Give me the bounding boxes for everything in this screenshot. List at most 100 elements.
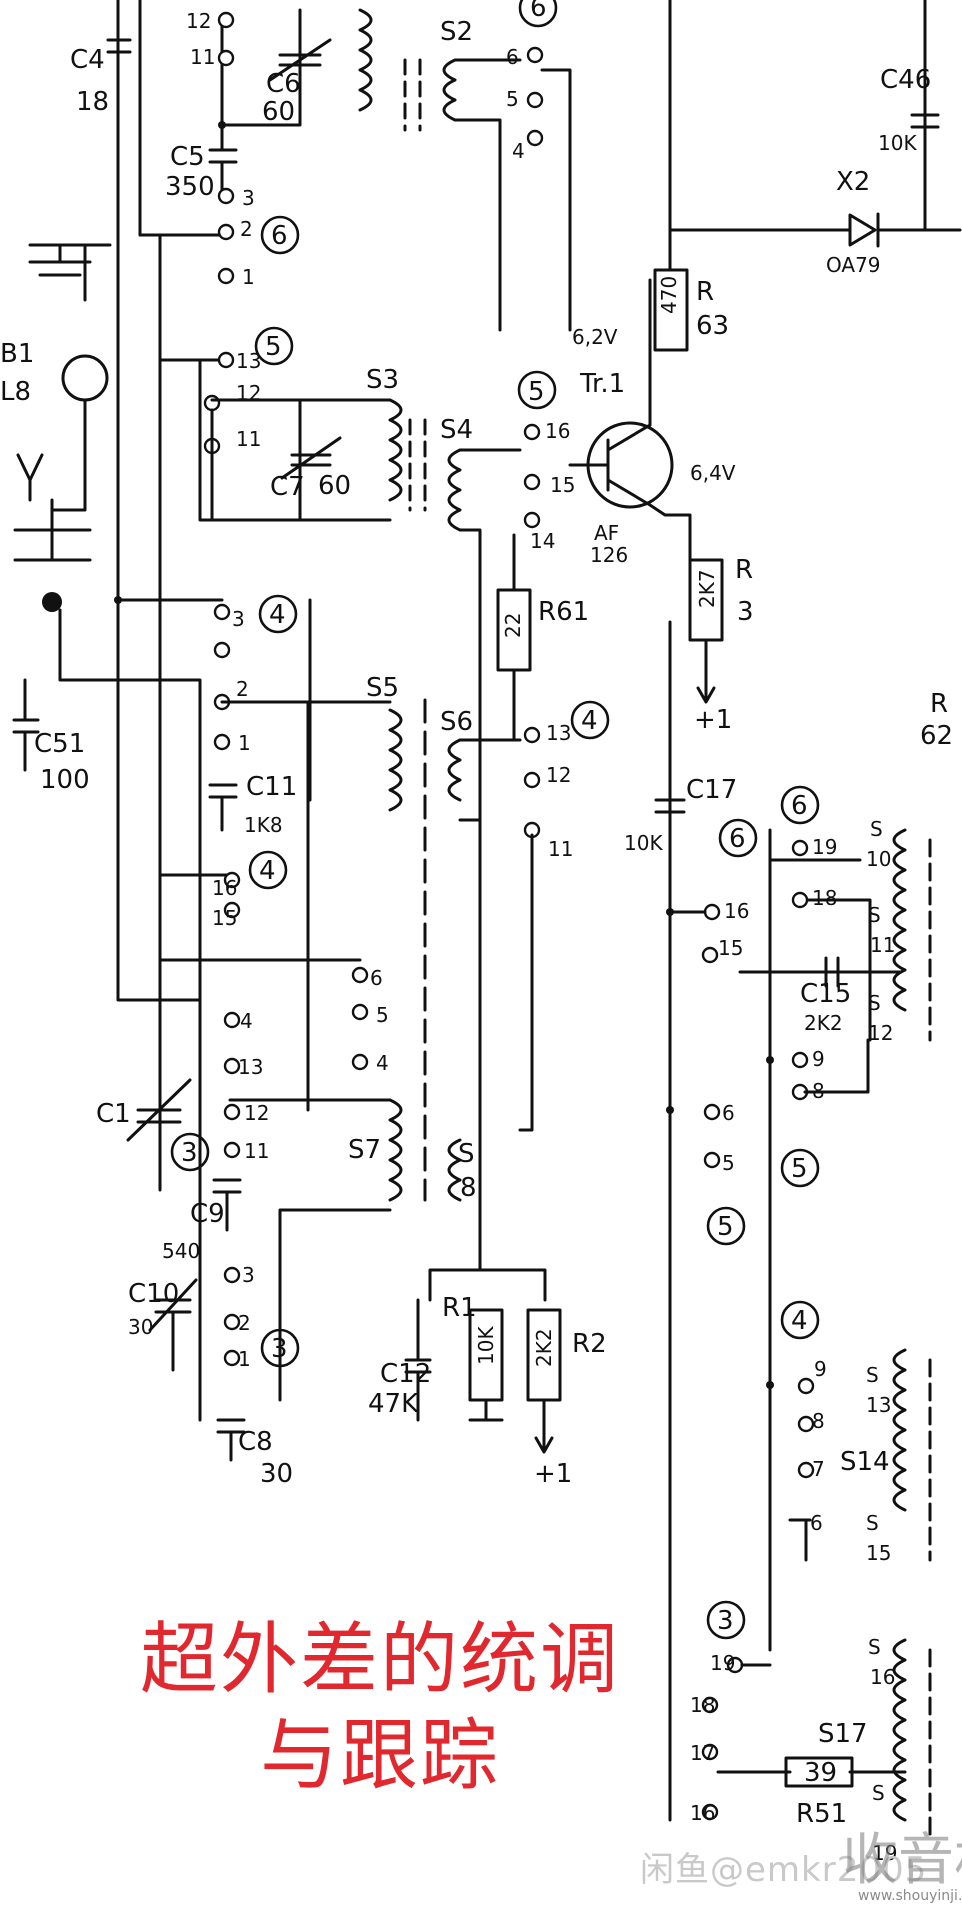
caption-line-2: 与跟踪 xyxy=(259,1711,500,1801)
s4-label: S4 xyxy=(440,415,473,445)
s5-label: S5 xyxy=(366,673,399,703)
switch-contact xyxy=(217,49,235,67)
svg-text:3: 3 xyxy=(271,1334,288,1364)
r51-resistor xyxy=(784,1756,854,1788)
svg-text:1: 1 xyxy=(238,731,251,755)
svg-text:1K8: 1K8 xyxy=(244,813,283,837)
svg-text:14: 14 xyxy=(530,529,555,553)
svg-text:4: 4 xyxy=(512,139,525,163)
s4-coil xyxy=(447,448,462,532)
watermark-logo: 收音机 xyxy=(842,1828,962,1893)
svg-text:4: 4 xyxy=(240,1009,253,1033)
svg-text:4: 4 xyxy=(376,1051,389,1075)
svg-text:S: S xyxy=(870,817,883,841)
svg-text:4: 4 xyxy=(581,706,598,736)
svg-text:6: 6 xyxy=(810,1511,823,1535)
svg-text:8: 8 xyxy=(812,1409,825,1433)
svg-text:11: 11 xyxy=(190,45,215,69)
svg-text:9: 9 xyxy=(812,1047,825,1071)
switch-contact xyxy=(217,11,235,29)
svg-text:B1: B1 xyxy=(0,339,34,369)
c6-trimmer xyxy=(268,38,332,82)
svg-text:5: 5 xyxy=(265,332,282,362)
svg-text:C11: C11 xyxy=(246,772,297,802)
c1-variable-capacitor xyxy=(126,1078,192,1192)
svg-text:12: 12 xyxy=(868,1021,893,1045)
c5-label: C5 xyxy=(170,142,205,172)
svg-text:10K: 10K xyxy=(474,1326,498,1365)
svg-text:6: 6 xyxy=(370,966,383,990)
svg-text:R51: R51 xyxy=(796,1799,847,1829)
svg-text:13: 13 xyxy=(238,1055,263,1079)
svg-text:11: 11 xyxy=(244,1139,269,1163)
c9-capacitor xyxy=(212,1178,242,1232)
c5-capacitor xyxy=(208,148,238,192)
s14-label: S14 xyxy=(840,1447,890,1477)
svg-text:+1: +1 xyxy=(694,705,732,735)
svg-text:15: 15 xyxy=(550,473,575,497)
svg-text:12: 12 xyxy=(186,9,211,33)
svg-text:11: 11 xyxy=(548,837,573,861)
svg-text:540: 540 xyxy=(162,1239,200,1263)
s2-secondary-coil xyxy=(442,58,457,122)
svg-text:3: 3 xyxy=(717,1606,734,1636)
svg-text:126: 126 xyxy=(590,543,628,567)
c11-capacitor xyxy=(208,783,238,832)
c12-capacitor xyxy=(404,1298,432,1422)
svg-text:9: 9 xyxy=(814,1357,827,1381)
svg-text:6: 6 xyxy=(722,1101,735,1125)
c6-label: C6 xyxy=(266,69,301,99)
svg-text:5: 5 xyxy=(506,87,519,111)
svg-text:C15: C15 xyxy=(800,979,851,1009)
svg-text:R61: R61 xyxy=(538,597,589,627)
svg-text:16: 16 xyxy=(870,1665,895,1689)
svg-text:18: 18 xyxy=(690,1693,715,1717)
s2-label: S2 xyxy=(440,17,473,47)
svg-text:S: S xyxy=(866,1511,879,1535)
svg-text:L8: L8 xyxy=(0,377,31,407)
c7-trimmer xyxy=(280,436,342,480)
s10-12-coil xyxy=(892,828,907,1012)
svg-text:3: 3 xyxy=(737,597,754,627)
tr1-vb: 6,2V xyxy=(572,325,618,349)
c15-capacitor xyxy=(824,956,840,988)
svg-text:5: 5 xyxy=(376,1003,389,1027)
c7-value: 60 xyxy=(318,471,351,501)
svg-text:R: R xyxy=(696,277,714,307)
svg-text:OA79: OA79 xyxy=(826,253,881,277)
svg-text:16: 16 xyxy=(690,1801,715,1825)
svg-text:62: 62 xyxy=(920,721,953,751)
svg-text:5: 5 xyxy=(722,1151,735,1175)
svg-text:2K2: 2K2 xyxy=(532,1328,556,1367)
svg-text:4: 4 xyxy=(269,600,286,630)
s16-19-coil xyxy=(892,1638,907,1822)
s3-coil xyxy=(388,398,403,502)
svg-text:C17: C17 xyxy=(686,775,737,805)
b1-lamp xyxy=(61,354,109,402)
svg-text:+1: +1 xyxy=(534,1459,572,1489)
svg-text:1: 1 xyxy=(238,1347,251,1371)
svg-text:R2: R2 xyxy=(572,1329,607,1359)
band-marker-6 xyxy=(260,215,300,255)
s2-primary-coil xyxy=(358,8,373,112)
svg-text:8: 8 xyxy=(460,1173,477,1203)
c5-value: 350 xyxy=(165,172,215,202)
svg-text:S: S xyxy=(868,991,881,1015)
s13-15-coil xyxy=(892,1348,907,1512)
svg-text:11: 11 xyxy=(236,427,261,451)
svg-text:5: 5 xyxy=(528,377,545,407)
svg-text:12: 12 xyxy=(244,1101,269,1125)
svg-text:2: 2 xyxy=(238,1311,251,1335)
svg-text:470: 470 xyxy=(657,276,681,314)
svg-text:2: 2 xyxy=(240,217,253,241)
c4-label: C4 xyxy=(70,45,105,75)
svg-text:3: 3 xyxy=(242,1263,255,1287)
svg-text:AF: AF xyxy=(594,521,619,545)
svg-text:3: 3 xyxy=(242,186,255,210)
c46-capacitor xyxy=(910,113,940,232)
svg-text:3: 3 xyxy=(181,1138,198,1168)
svg-text:4: 4 xyxy=(791,1306,808,1336)
antenna-icon xyxy=(16,453,44,502)
tr1-label: Tr.1 xyxy=(579,369,625,399)
svg-text:30: 30 xyxy=(260,1459,293,1489)
